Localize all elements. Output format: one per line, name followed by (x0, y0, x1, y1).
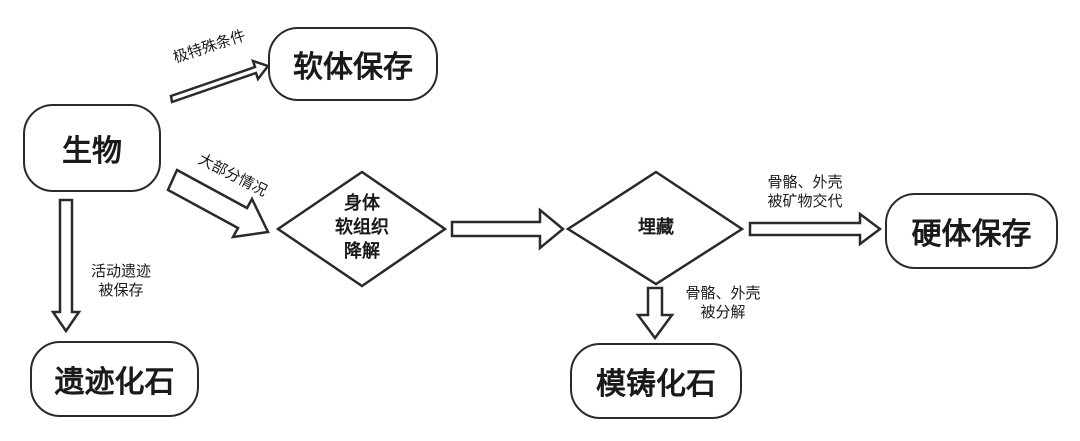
arrow-to-burial (450, 207, 565, 251)
arrow-to-mold-cast (635, 286, 675, 341)
bones-decomposed-line-2: 被分解 (700, 303, 746, 321)
arrow-to-trace-fossil (50, 198, 82, 334)
trace-preserved-line-1: 活动遗迹 (90, 262, 151, 280)
soft-preservation-node: 软体保存 (268, 27, 438, 101)
decay-line-1: 身体 (344, 193, 380, 214)
mold-cast-fossil-node: 模铸化石 (570, 343, 742, 419)
bones-decomposed-label: 骨骼、外壳 被分解 (668, 284, 778, 322)
bones-mineral-label: 骨骼、外壳 被矿物交代 (750, 173, 860, 211)
decay-diamond (275, 170, 448, 288)
hard-preservation-node: 硬体保存 (885, 193, 1058, 269)
bones-mineral-line-1: 骨骼、外壳 (767, 173, 843, 191)
burial-diamond (565, 170, 745, 286)
decay-text: 身体 软组织 降解 (312, 192, 412, 264)
arrow-to-hard-preservation (748, 211, 883, 247)
trace-preserved-label: 活动遗迹 被保存 (76, 262, 166, 300)
arrow-to-soft-preservation (169, 59, 271, 104)
decay-line-2: 软组织 (335, 217, 389, 238)
trace-fossil-label: 遗迹化石 (54, 365, 175, 400)
soft-preservation-label: 软体保存 (293, 50, 413, 85)
trace-preserved-line-2: 被保存 (98, 281, 144, 299)
bones-mineral-line-2: 被矿物交代 (767, 192, 843, 210)
bones-decomposed-line-1: 骨骼、外壳 (685, 284, 761, 302)
arrow-to-decay (166, 168, 270, 239)
decay-line-3: 降解 (344, 241, 380, 262)
trace-fossil-node: 遗迹化石 (30, 341, 199, 417)
burial-text: 埋藏 (606, 216, 706, 240)
burial-label: 埋藏 (638, 217, 674, 238)
organism-label: 生物 (62, 134, 122, 169)
mold-cast-fossil-label: 模铸化石 (596, 367, 716, 402)
hard-preservation-label: 硬体保存 (911, 217, 1032, 252)
organism-node: 生物 (23, 104, 161, 192)
